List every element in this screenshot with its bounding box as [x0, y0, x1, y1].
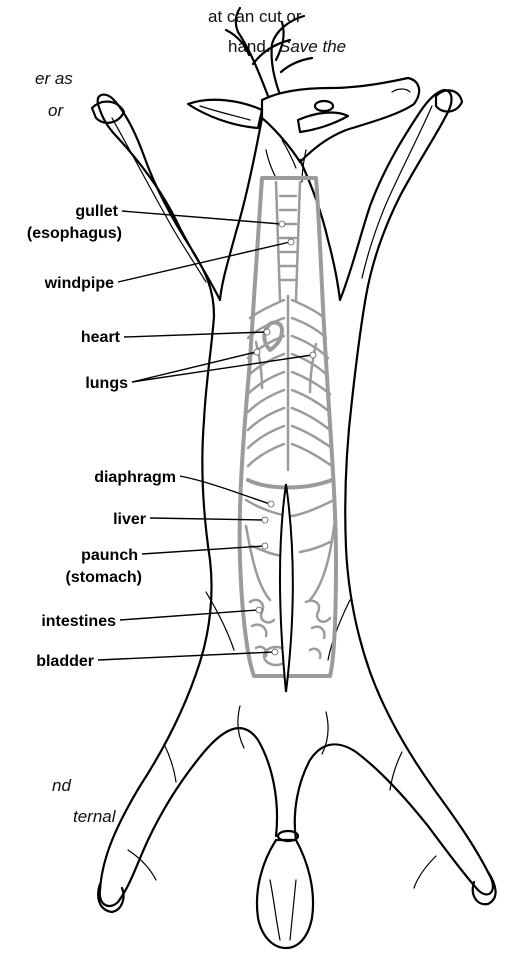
- snippet-line-6: ternal: [73, 807, 117, 826]
- label-esophagus: (esophagus): [27, 225, 122, 242]
- heart-shape: [264, 323, 282, 350]
- label-paunch: paunch: [81, 547, 138, 564]
- label-bladder: bladder: [36, 653, 94, 670]
- snippet-line-4: or: [48, 101, 64, 120]
- ribs: [248, 296, 332, 470]
- label-heart: heart: [81, 329, 121, 346]
- label-intestines: intestines: [41, 613, 116, 630]
- label-gullet: gullet: [75, 203, 118, 220]
- snippet-line-3: er as: [35, 69, 73, 88]
- tail: [257, 840, 313, 948]
- label-liver: liver: [113, 511, 146, 528]
- label-stomach: (stomach): [66, 569, 142, 586]
- label-lungs: lungs: [85, 375, 128, 392]
- label-diaphragm: diaphragm: [94, 469, 176, 486]
- labels: gullet (esophagus) windpipe heart lungs …: [27, 203, 316, 670]
- snippet-line-5: nd: [52, 776, 71, 795]
- label-windpipe: windpipe: [44, 275, 114, 292]
